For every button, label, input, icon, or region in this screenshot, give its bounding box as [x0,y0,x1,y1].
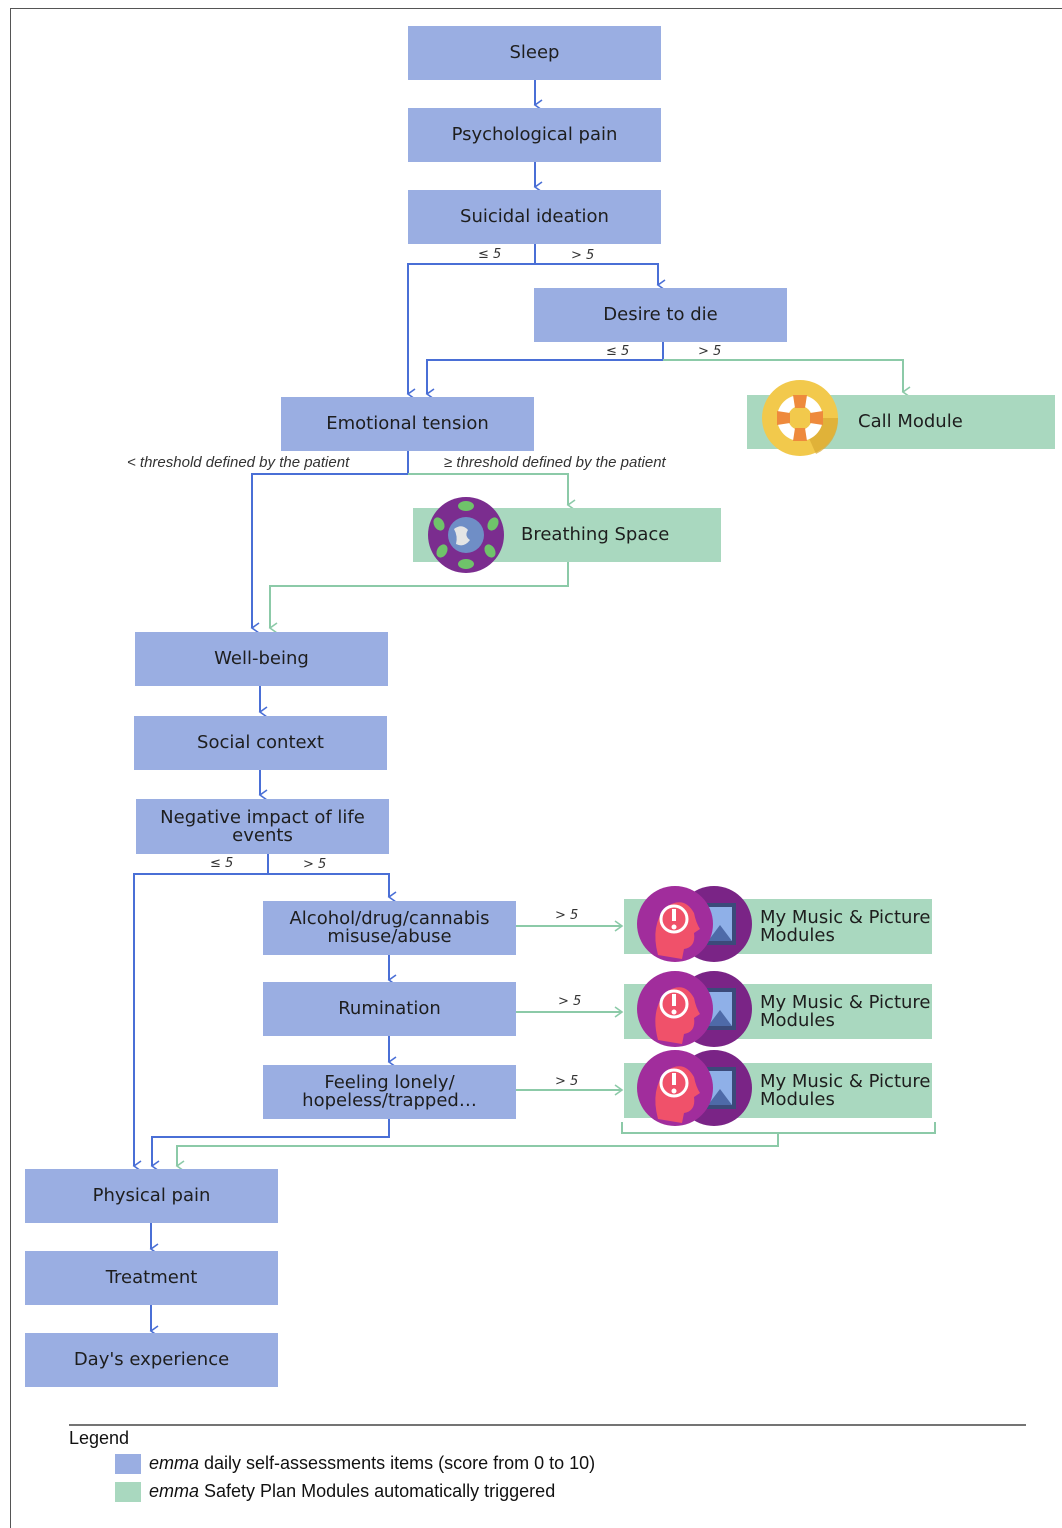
arrow-suicidal-low [406,244,536,400]
arrow-desire-call [663,359,911,398]
arrow-suicidal-high [535,263,666,291]
legend-swatch-module [115,1482,141,1502]
step-desire-to-die-label: Desire to die [603,304,718,325]
arrow-negative-low [132,854,269,1172]
music-picture-icon-1 [637,886,752,962]
step-days-experience: Day's experience [25,1333,278,1387]
legend-swatch-assessment [115,1454,141,1474]
music-picture-icon-2 [637,971,752,1047]
legend-item-assessment-em: emma [149,1453,200,1473]
legend-item-module-em: emma [149,1481,200,1501]
step-suicidal-ideation-label: Suicidal ideation [460,206,609,227]
step-negative-impact: Negative impact of life events [136,799,389,854]
branch-label-negative-high: > 5 [303,857,327,872]
legend-item-assessment-text: daily self-assessments items (score from… [199,1453,596,1473]
step-sleep: Sleep [408,26,661,80]
module-music-picture-1-label: My Music & Picture Modules [760,906,931,946]
step-feeling-lonely: Feeling lonely/ hopeless/trapped… [263,1065,516,1119]
figure-frame [10,8,1062,1528]
step-social-context: Social context [134,716,387,770]
step-psychological-pain: Psychological pain [408,108,661,162]
module-music-picture-3-label: My Music & Picture Modules [760,1070,931,1110]
step-sleep-label: Sleep [509,42,560,63]
branch-label-rumination-high: > 5 [558,994,582,1009]
arrow-emotion-breathing [408,473,576,511]
step-suicidal-ideation: Suicidal ideation [408,190,661,244]
arrow-breathing-wellbeing [268,562,569,634]
branch-label-alcohol-high: > 5 [555,908,579,923]
module-music-picture-2-label: My Music & Picture Modules [760,991,931,1031]
module-breathing-space-label: Breathing Space [521,524,670,545]
step-feeling-lonely-label: Feeling lonely/ hopeless/trapped… [302,1072,477,1111]
arrow-lonely-physical [150,1119,390,1172]
arrow-negative-high [268,873,397,903]
branch-label-suicidal-high: > 5 [571,248,595,263]
breathing-globe-icon [428,497,504,573]
step-treatment: Treatment [25,1251,278,1305]
step-emotional-tension-label: Emotional tension [326,413,489,434]
step-well-being: Well-being [135,632,388,686]
branch-label-suicidal-low: ≤ 5 [478,247,502,262]
branch-label-negative-low: ≤ 5 [210,856,234,871]
music-bracket [177,1122,936,1166]
step-treatment-label: Treatment [105,1267,198,1288]
module-call-label: Call Module [858,411,963,432]
arrow-desire-low [425,342,664,400]
branch-label-emotion-high: ≥ threshold defined by the patient [444,454,666,471]
step-desire-to-die: Desire to die [534,288,787,342]
lifebuoy-icon [762,380,839,456]
branch-label-desire-high: > 5 [698,344,722,359]
step-alcohol-misuse-label: Alcohol/drug/cannabis misuse/abuse [289,908,490,947]
step-physical-pain-label: Physical pain [92,1185,211,1206]
step-days-experience-label: Day's experience [73,1349,230,1370]
step-rumination: Rumination [263,982,516,1036]
step-emotional-tension: Emotional tension [281,397,534,451]
arrow-emotion-low [250,451,409,634]
legend-item-module-text: Safety Plan Modules automatically trigge… [199,1481,556,1501]
legend-title: Legend [69,1428,130,1448]
step-alcohol-misuse: Alcohol/drug/cannabis misuse/abuse [263,901,516,955]
music-picture-icon-3 [637,1050,752,1126]
legend-item-assessment: emma daily self-assessments items (score… [149,1453,595,1474]
legend-item-module: emma Safety Plan Modules automatically t… [149,1481,555,1502]
branch-label-desire-low: ≤ 5 [606,344,630,359]
step-well-being-label: Well-being [214,648,309,669]
step-negative-impact-label: Negative impact of life events [160,806,365,846]
branch-label-lonely-high: > 5 [555,1074,579,1089]
branch-label-emotion-low: < threshold defined by the patient [127,454,350,471]
step-social-context-label: Social context [197,732,324,753]
step-physical-pain: Physical pain [25,1169,278,1223]
step-rumination-label: Rumination [338,998,441,1019]
step-psychological-pain-label: Psychological pain [451,124,618,145]
